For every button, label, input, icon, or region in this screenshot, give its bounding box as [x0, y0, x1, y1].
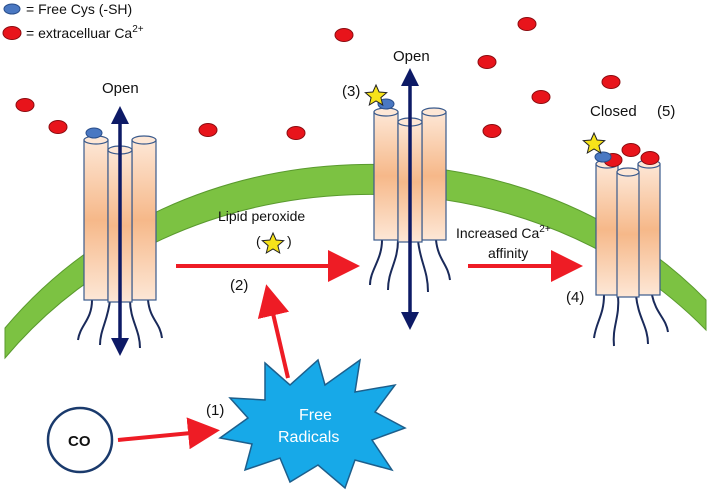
legend-ca-ion: = extracelluar Ca2+ — [26, 24, 144, 41]
ca-ion — [48, 120, 68, 134]
channel-3-closed: Closed (4) (5) (4) — [566, 103, 675, 347]
paren-close: ) — [287, 233, 292, 249]
co-molecule: CO — [46, 406, 114, 474]
step-2-label: (2) — [230, 277, 248, 294]
ca-ion — [198, 123, 218, 137]
step-5-label: (5) — [657, 103, 675, 120]
ca-ion — [531, 90, 551, 104]
state-open-label-1: Open — [102, 80, 139, 97]
ca-ion — [15, 98, 35, 112]
increased-ca-label: Increased Ca2+ — [456, 224, 551, 241]
ion-channel-icon — [595, 159, 661, 298]
ca-ion — [621, 143, 641, 157]
ca-ions — [15, 17, 621, 140]
channel-2-open: Open (3) — [342, 48, 451, 330]
free-radicals-burst: Free Radicals — [218, 358, 407, 490]
legend-free-cys: = Free Cys (-SH) — [26, 1, 132, 17]
star-icon — [582, 131, 606, 155]
cys-icon — [594, 151, 612, 163]
state-closed-label: Closed — [590, 103, 637, 120]
cys-icon — [3, 3, 21, 15]
step-4-label: (4) — [566, 289, 584, 306]
radical-burst-icon — [218, 358, 407, 490]
affinity-label: affinity — [488, 245, 528, 261]
ca-ion-icon — [2, 26, 22, 40]
ca-ion — [334, 28, 354, 42]
state-open-label-2: Open — [393, 48, 430, 65]
ca-ion — [640, 151, 660, 165]
step-3-label: (3) — [342, 83, 360, 100]
ca-ion — [477, 55, 497, 69]
ca-ion — [482, 124, 502, 138]
lipid-peroxide-label: Lipid peroxide — [218, 208, 305, 224]
star-icon — [261, 231, 285, 255]
cell-membrane — [4, 163, 707, 360]
step-1-label: (1) — [206, 402, 224, 419]
paren-open: ( — [256, 233, 261, 249]
co-label: CO — [68, 433, 91, 450]
free-label: Free — [299, 407, 332, 424]
arrow-radicals-up — [257, 284, 290, 379]
radicals-label: Radicals — [278, 429, 339, 446]
red-arrows — [117, 250, 583, 450]
cys-icon — [85, 127, 103, 139]
star-icon — [364, 83, 388, 107]
ca-ion — [286, 126, 306, 140]
legend: = Free Cys (-SH) = extracelluar Ca2+ — [2, 1, 144, 41]
ca-ion — [601, 75, 621, 89]
channel-1-open: Open — [77, 80, 163, 356]
arrow-co-to-radicals — [117, 417, 220, 450]
ca-ion — [517, 17, 537, 31]
